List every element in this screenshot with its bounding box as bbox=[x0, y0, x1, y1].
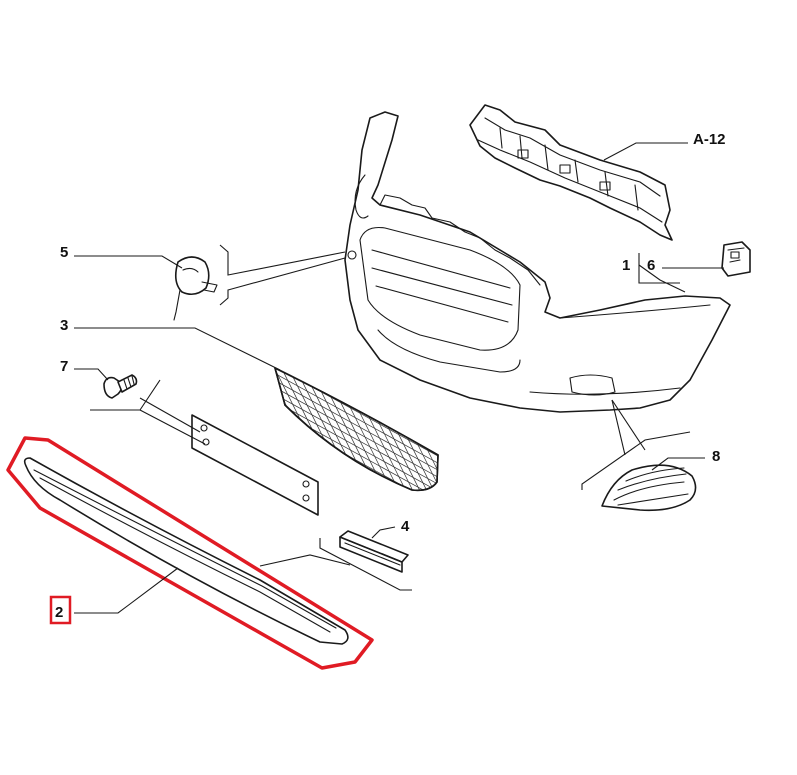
label-part-2: 2 bbox=[55, 604, 63, 621]
plate-bracket bbox=[191, 414, 319, 516]
trim-strip bbox=[23, 457, 349, 645]
foam-pad bbox=[339, 530, 409, 573]
tow-hook-cover bbox=[173, 256, 218, 321]
reinforcement-bracket bbox=[469, 104, 673, 241]
label-reference-a12: A-12 bbox=[693, 131, 726, 148]
leader-lines bbox=[74, 142, 724, 614]
clip bbox=[721, 241, 751, 277]
label-part-3: 3 bbox=[60, 317, 68, 334]
label-part-4: 4 bbox=[401, 518, 410, 535]
front-bumper bbox=[344, 111, 731, 413]
label-part-5: 5 bbox=[60, 244, 68, 261]
label-part-1: 1 bbox=[622, 257, 630, 274]
label-part-7: 7 bbox=[60, 358, 68, 375]
screw bbox=[103, 374, 138, 399]
label-part-8: 8 bbox=[712, 448, 720, 465]
fog-lamp-cover bbox=[601, 464, 697, 512]
label-part-6: 6 bbox=[647, 257, 655, 274]
trim-strip-highlight bbox=[6, 436, 374, 670]
